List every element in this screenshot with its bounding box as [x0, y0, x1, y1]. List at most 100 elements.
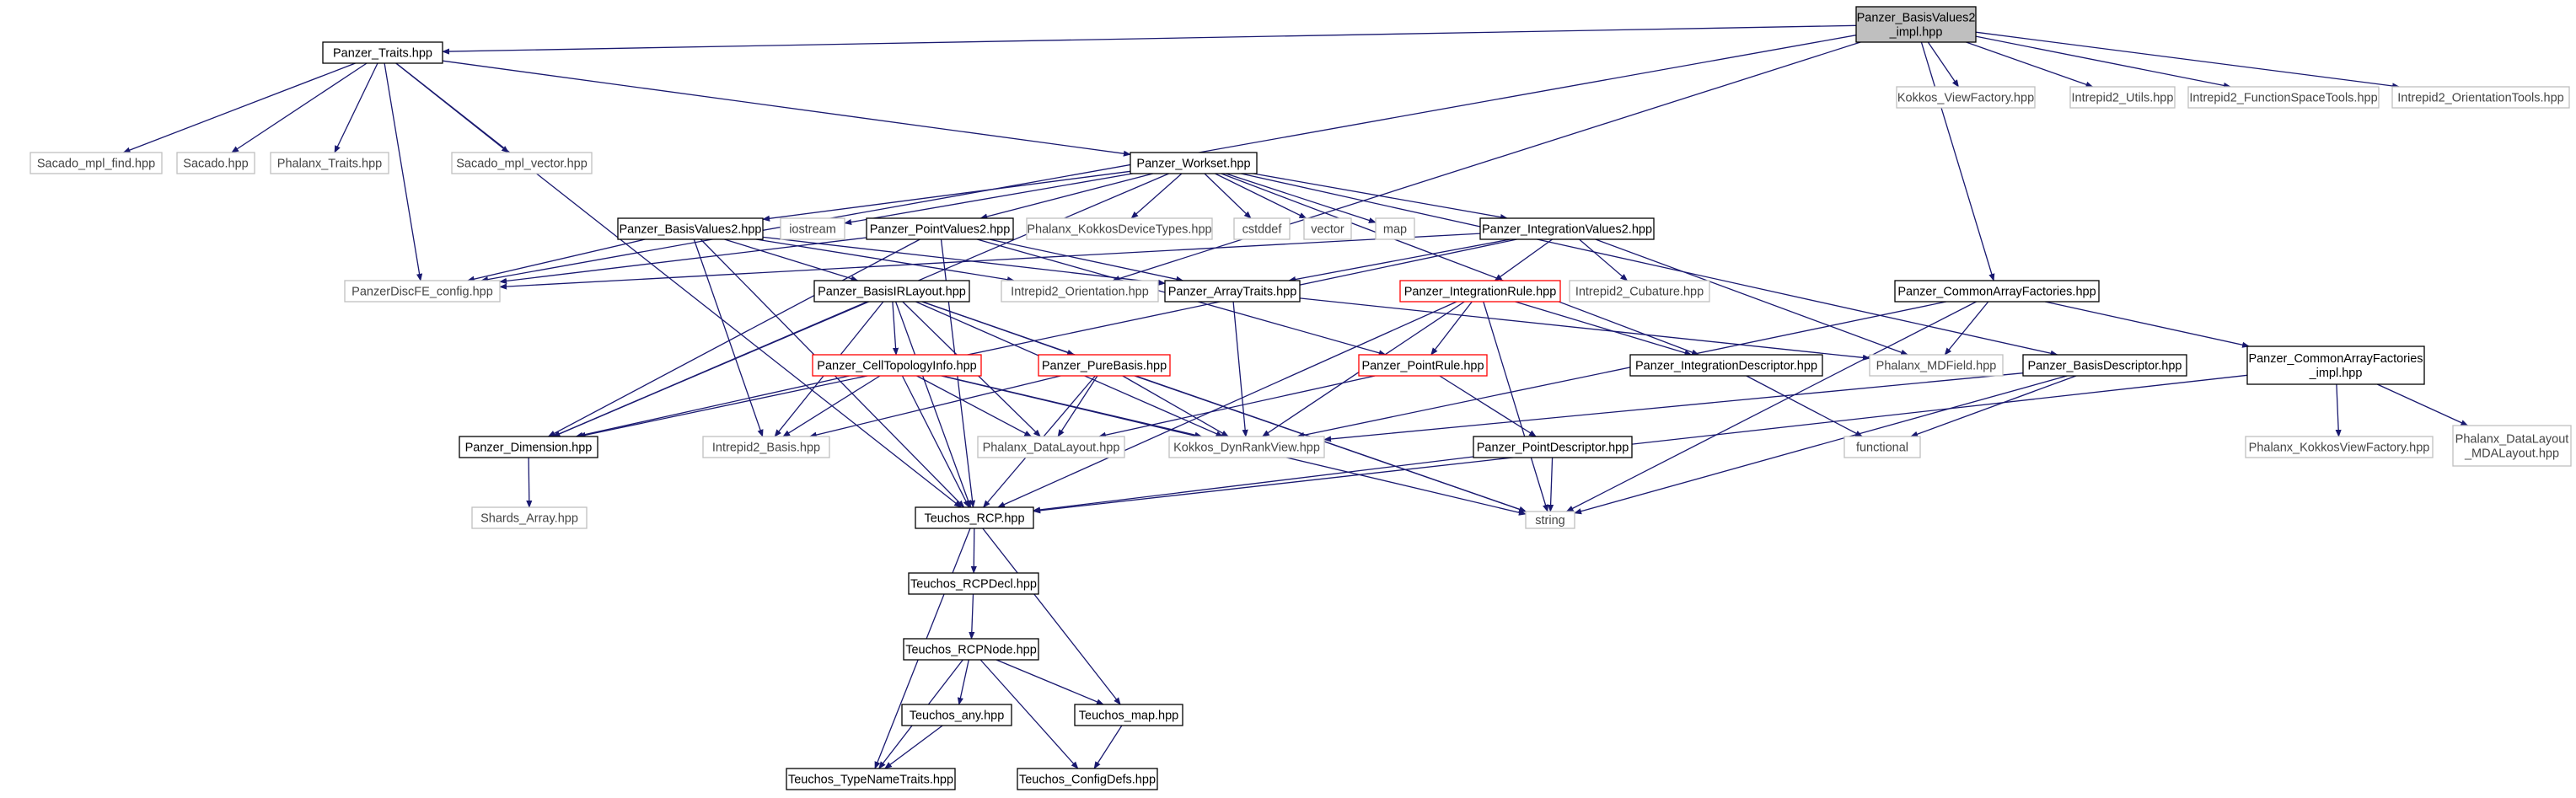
node-box-phalanx_datalayout_mdalayout: [2452, 425, 2572, 467]
node-box-basisdescriptor: [2022, 354, 2187, 377]
node-functional[interactable]: functional: [1843, 436, 1921, 458]
node-label-panzerdiscfe_config: PanzerDiscFE_config.hpp: [352, 286, 493, 299]
edge-integrationdescriptor-to-functional: [1746, 375, 1863, 437]
node-phalanx_kokkosdevicetypes[interactable]: Phalanx_KokkosDeviceTypes.hpp: [1026, 217, 1213, 240]
node-box-kokkos_dynrankview: [1168, 436, 1325, 458]
node-kokkos_viewfactory[interactable]: Kokkos_ViewFactory.hpp: [1896, 86, 2036, 109]
node-phalanx_kokkosviewfactory[interactable]: Phalanx_KokkosViewFactory.hpp: [2245, 436, 2434, 458]
node-teuchos_rcpdecl[interactable]: Teuchos_RCPDecl.hpp: [908, 572, 1039, 595]
node-label-kokkos_dynrankview: Kokkos_DynRankView.hpp: [1173, 442, 1320, 455]
node-map[interactable]: map: [1375, 217, 1415, 240]
edge-teuchos_rcpnode-to-teuchos_configdefs: [979, 659, 1079, 769]
edge-integrationvalues2-to-intrepid2_cubature: [1579, 238, 1629, 281]
node-box-string: [1525, 511, 1575, 529]
node-integrationdescriptor[interactable]: Panzer_IntegrationDescriptor.hpp: [1629, 354, 1823, 377]
node-teuchos_rcp[interactable]: Teuchos_RCP.hpp: [915, 506, 1034, 529]
node-intrepid2_cubature[interactable]: Intrepid2_Cubature.hpp: [1569, 280, 1710, 303]
edge-integrationvalues2-to-dimension: [577, 238, 1517, 438]
node-basisvalues2[interactable]: Panzer_BasisValues2.hpp: [617, 217, 764, 240]
node-pointvalues2[interactable]: Panzer_PointValues2.hpp: [866, 217, 1014, 240]
node-integrationvalues2[interactable]: Panzer_IntegrationValues2.hpp: [1479, 217, 1655, 240]
edge-commonarrayfactories_impl-to-phalanx_datalayout_mdalayout: [2376, 383, 2469, 426]
node-purebasis[interactable]: Panzer_PureBasis.hpp: [1038, 354, 1171, 377]
node-commonarrayfactories[interactable]: Panzer_CommonArrayFactories.hpp: [1894, 280, 2100, 303]
node-label-shards_array: Shards_Array.hpp: [480, 512, 578, 526]
node-basisirlayout[interactable]: Panzer_BasisIRLayout.hpp: [813, 280, 970, 303]
node-string[interactable]: string: [1525, 511, 1575, 529]
node-teuchos_any[interactable]: Teuchos_any.hpp: [901, 704, 1012, 726]
node-box-teuchos_configdefs: [1017, 768, 1158, 790]
node-arraytraits[interactable]: Panzer_ArrayTraits.hpp: [1164, 280, 1301, 303]
edge-teuchos_rcpnode-to-teuchos_any: [957, 659, 969, 705]
edge-basisvalues2_impl-to-intrepid2_orientation: [1112, 41, 1861, 281]
edge-integrationvalues2-to-phalanx_mdfield: [1595, 238, 1909, 356]
edge-basisvalues2_impl-to-intrepid2_utils: [1966, 41, 2094, 88]
edge-commonarrayfactories-to-phalanx_mdfield: [1944, 301, 1989, 356]
node-workset[interactable]: Panzer_Workset.hpp: [1130, 152, 1258, 174]
node-label-commonarrayfactories: Panzer_CommonArrayFactories.hpp: [1897, 286, 2096, 299]
edge-commonarrayfactories_impl-to-phalanx_kokkosviewfactory: [2335, 383, 2342, 437]
node-sacado_mpl_find[interactable]: Sacado_mpl_find.hpp: [30, 152, 163, 174]
edge-purebasis-to-string: [1134, 375, 1527, 512]
node-traits[interactable]: Panzer_Traits.hpp: [322, 41, 443, 64]
node-label-kokkos_viewfactory: Kokkos_ViewFactory.hpp: [1897, 92, 2034, 105]
node-box-kokkos_viewfactory: [1896, 86, 2036, 109]
node-basisvalues2_impl[interactable]: Panzer_BasisValues2_impl.hpp: [1855, 6, 1977, 43]
node-teuchos_map[interactable]: Teuchos_map.hpp: [1074, 704, 1183, 726]
edge-celltopologyinfo-to-teuchos_rcp: [901, 375, 970, 508]
edge-workset-to-pointvalues2: [979, 173, 1153, 220]
node-phalanx_traits[interactable]: Phalanx_Traits.hpp: [270, 152, 389, 174]
node-intrepid2_functionspacetools[interactable]: Intrepid2_FunctionSpaceTools.hpp: [2187, 86, 2380, 109]
edges-layer: [122, 24, 2469, 769]
edge-basisvalues2-to-basisirlayout: [724, 238, 859, 282]
node-box-basisvalues2_impl: [1855, 6, 1977, 43]
edge-pointvalues2-to-arraytraits: [989, 238, 1184, 282]
edge-teuchos_rcp-to-teuchos_map: [982, 528, 1121, 705]
edge-workset-to-iostream: [844, 173, 1133, 226]
edge-purebasis-to-intrepid2_basis: [808, 375, 1061, 438]
node-label-map: map: [1383, 223, 1407, 237]
node-pointdescriptor[interactable]: Panzer_PointDescriptor.hpp: [1473, 436, 1633, 458]
node-box-integrationrule: [1399, 280, 1561, 303]
node-celltopologyinfo[interactable]: Panzer_CellTopologyInfo.hpp: [812, 354, 982, 377]
node-shards_array[interactable]: Shards_Array.hpp: [471, 506, 588, 529]
node-box-traits: [322, 41, 443, 64]
node-box-intrepid2_cubature: [1569, 280, 1710, 303]
node-pointrule[interactable]: Panzer_PointRule.hpp: [1358, 354, 1488, 377]
node-panzerdiscfe_config[interactable]: PanzerDiscFE_config.hpp: [344, 280, 501, 303]
node-commonarrayfactories_impl[interactable]: Panzer_CommonArrayFactories_impl.hpp: [2246, 345, 2425, 385]
node-integrationrule[interactable]: Panzer_IntegrationRule.hpp: [1399, 280, 1561, 303]
node-iostream[interactable]: iostream: [780, 217, 845, 240]
node-vector[interactable]: vector: [1303, 217, 1352, 240]
node-label-cstddef: cstddef: [1242, 223, 1283, 237]
node-dimension[interactable]: Panzer_Dimension.hpp: [459, 436, 598, 458]
node-sacado_mpl_vector[interactable]: Sacado_mpl_vector.hpp: [451, 152, 593, 174]
node-sacado[interactable]: Sacado.hpp: [176, 152, 255, 174]
node-cstddef[interactable]: cstddef: [1233, 217, 1291, 240]
node-intrepid2_orientationtools[interactable]: Intrepid2_OrientationTools.hpp: [2391, 86, 2570, 109]
edge-basisdescriptor-to-string: [1574, 375, 2068, 515]
node-box-purebasis: [1038, 354, 1171, 377]
edge-pointrule-to-phalanx_datalayout: [1097, 375, 1376, 438]
node-intrepid2_utils[interactable]: Intrepid2_Utils.hpp: [2069, 86, 2176, 109]
node-teuchos_rcpnode[interactable]: Teuchos_RCPNode.hpp: [903, 638, 1039, 661]
node-kokkos_dynrankview[interactable]: Kokkos_DynRankView.hpp: [1168, 436, 1325, 458]
node-phalanx_datalayout[interactable]: Phalanx_DataLayout.hpp: [977, 436, 1125, 458]
node-label-basisvalues2_impl-line-1: _impl.hpp: [1889, 26, 1943, 40]
node-box-commonarrayfactories: [1894, 280, 2100, 303]
node-label-intrepid2_orientationtools: Intrepid2_OrientationTools.hpp: [2397, 92, 2564, 105]
node-label-basisirlayout: Panzer_BasisIRLayout.hpp: [818, 286, 966, 299]
edge-commonarrayfactories-to-string: [1565, 301, 1977, 512]
node-label-intrepid2_functionspacetools: Intrepid2_FunctionSpaceTools.hpp: [2189, 92, 2377, 105]
node-phalanx_mdfield[interactable]: Phalanx_MDField.hpp: [1869, 354, 2004, 377]
node-teuchos_typenametraits[interactable]: Teuchos_TypeNameTraits.hpp: [786, 768, 956, 790]
edge-teuchos_rcpdecl-to-teuchos_rcpnode: [969, 593, 975, 640]
node-teuchos_configdefs[interactable]: Teuchos_ConfigDefs.hpp: [1017, 768, 1158, 790]
node-intrepid2_basis[interactable]: Intrepid2_Basis.hpp: [702, 436, 830, 458]
node-phalanx_datalayout_mdalayout[interactable]: Phalanx_DataLayout_MDALayout.hpp: [2452, 425, 2572, 467]
node-basisdescriptor[interactable]: Panzer_BasisDescriptor.hpp: [2022, 354, 2187, 377]
node-intrepid2_orientation[interactable]: Intrepid2_Orientation.hpp: [1001, 280, 1159, 303]
node-label-intrepid2_orientation: Intrepid2_Orientation.hpp: [1011, 286, 1149, 299]
edge-arraytraits-to-kokkos_dynrankview: [1232, 301, 1248, 437]
